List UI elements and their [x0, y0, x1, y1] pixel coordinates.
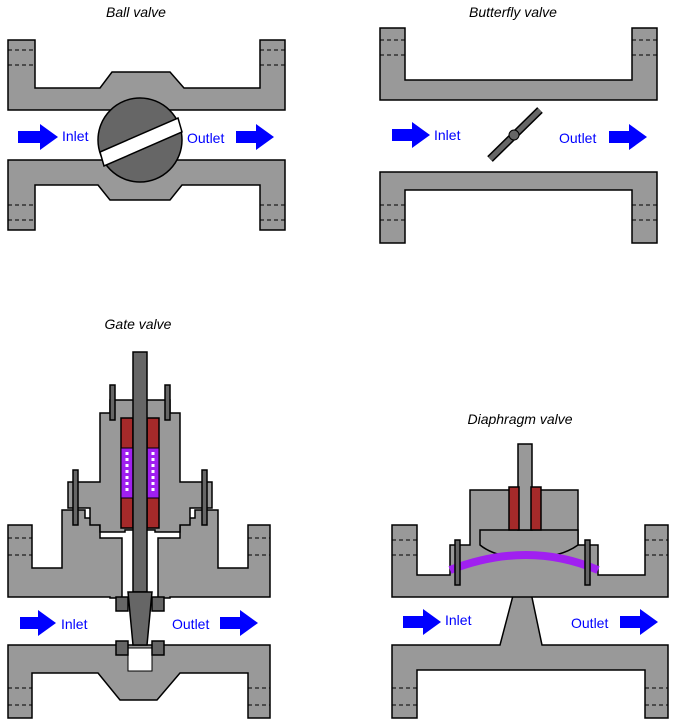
outlet-arrow-icon [220, 610, 258, 636]
diaphragm-valve-drawing [391, 443, 669, 719]
inlet-arrow-icon [403, 609, 441, 635]
diaphragm-inlet-label: Inlet [445, 612, 472, 628]
butterfly-outlet-label: Outlet [559, 130, 597, 146]
butterfly-inlet-label: Inlet [434, 127, 461, 143]
outlet-arrow-icon [609, 124, 647, 150]
inlet-arrow-icon [392, 122, 430, 148]
ball-inlet-label: Inlet [62, 128, 89, 144]
butterfly-valve-drawing [379, 27, 658, 244]
butterfly-valve-title: Butterfly valve [469, 4, 557, 20]
inlet-arrow-icon [18, 124, 58, 150]
gate-valve-title: Gate valve [104, 316, 172, 332]
outlet-arrow-icon [236, 124, 274, 150]
ball-valve-drawing [7, 39, 286, 231]
diaphragm-outlet-label: Outlet [571, 615, 609, 631]
ball-valve-title: Ball valve [106, 4, 166, 20]
outlet-arrow-icon [620, 609, 658, 635]
gate-valve-drawing [7, 351, 271, 719]
gate-outlet-label: Outlet [172, 616, 210, 632]
gate-inlet-label: Inlet [61, 616, 88, 632]
inlet-arrow-icon [20, 610, 56, 636]
diaphragm-valve-title: Diaphragm valve [467, 411, 573, 427]
stem [132, 351, 148, 593]
ball-outlet-label: Outlet [187, 130, 225, 146]
